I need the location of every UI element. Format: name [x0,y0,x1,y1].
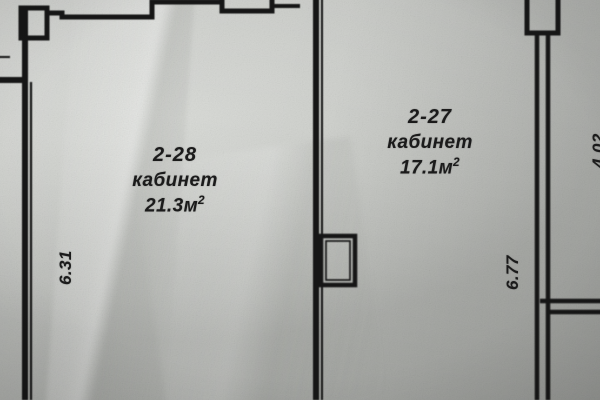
room-label-2-28: 2-28 кабинет 21.3м2 [105,143,245,219]
dimension-4-02: 4.02 [589,133,600,168]
door-center-wall-inner [325,240,351,281]
room-code-2-28: 2-28 [152,144,198,166]
dimension-6-31: 6.31 [56,250,75,285]
room-area-value-2-28: 21.3м [145,195,199,217]
niche-top-center [219,0,275,14]
room-area-exponent-2-27: 2 [453,155,460,169]
room-code-2-27: 2-27 [407,106,453,128]
niche-top-right [524,0,561,36]
room-kind-2-27: кабинет [387,131,473,153]
wall-top-run [47,0,224,20]
room-area-2-28: 21.3м2 [105,193,245,219]
room-area-2-27: 17.1м2 [360,155,500,181]
room-kind-2-28: кабинет [132,169,218,191]
room-area-value-2-27: 17.1м [400,157,454,179]
dimension-6-77: 6.77 [503,255,522,290]
room-label-2-27: 2-27 кабинет 17.1м2 [360,105,500,181]
room-area-exponent-2-28: 2 [198,193,205,207]
